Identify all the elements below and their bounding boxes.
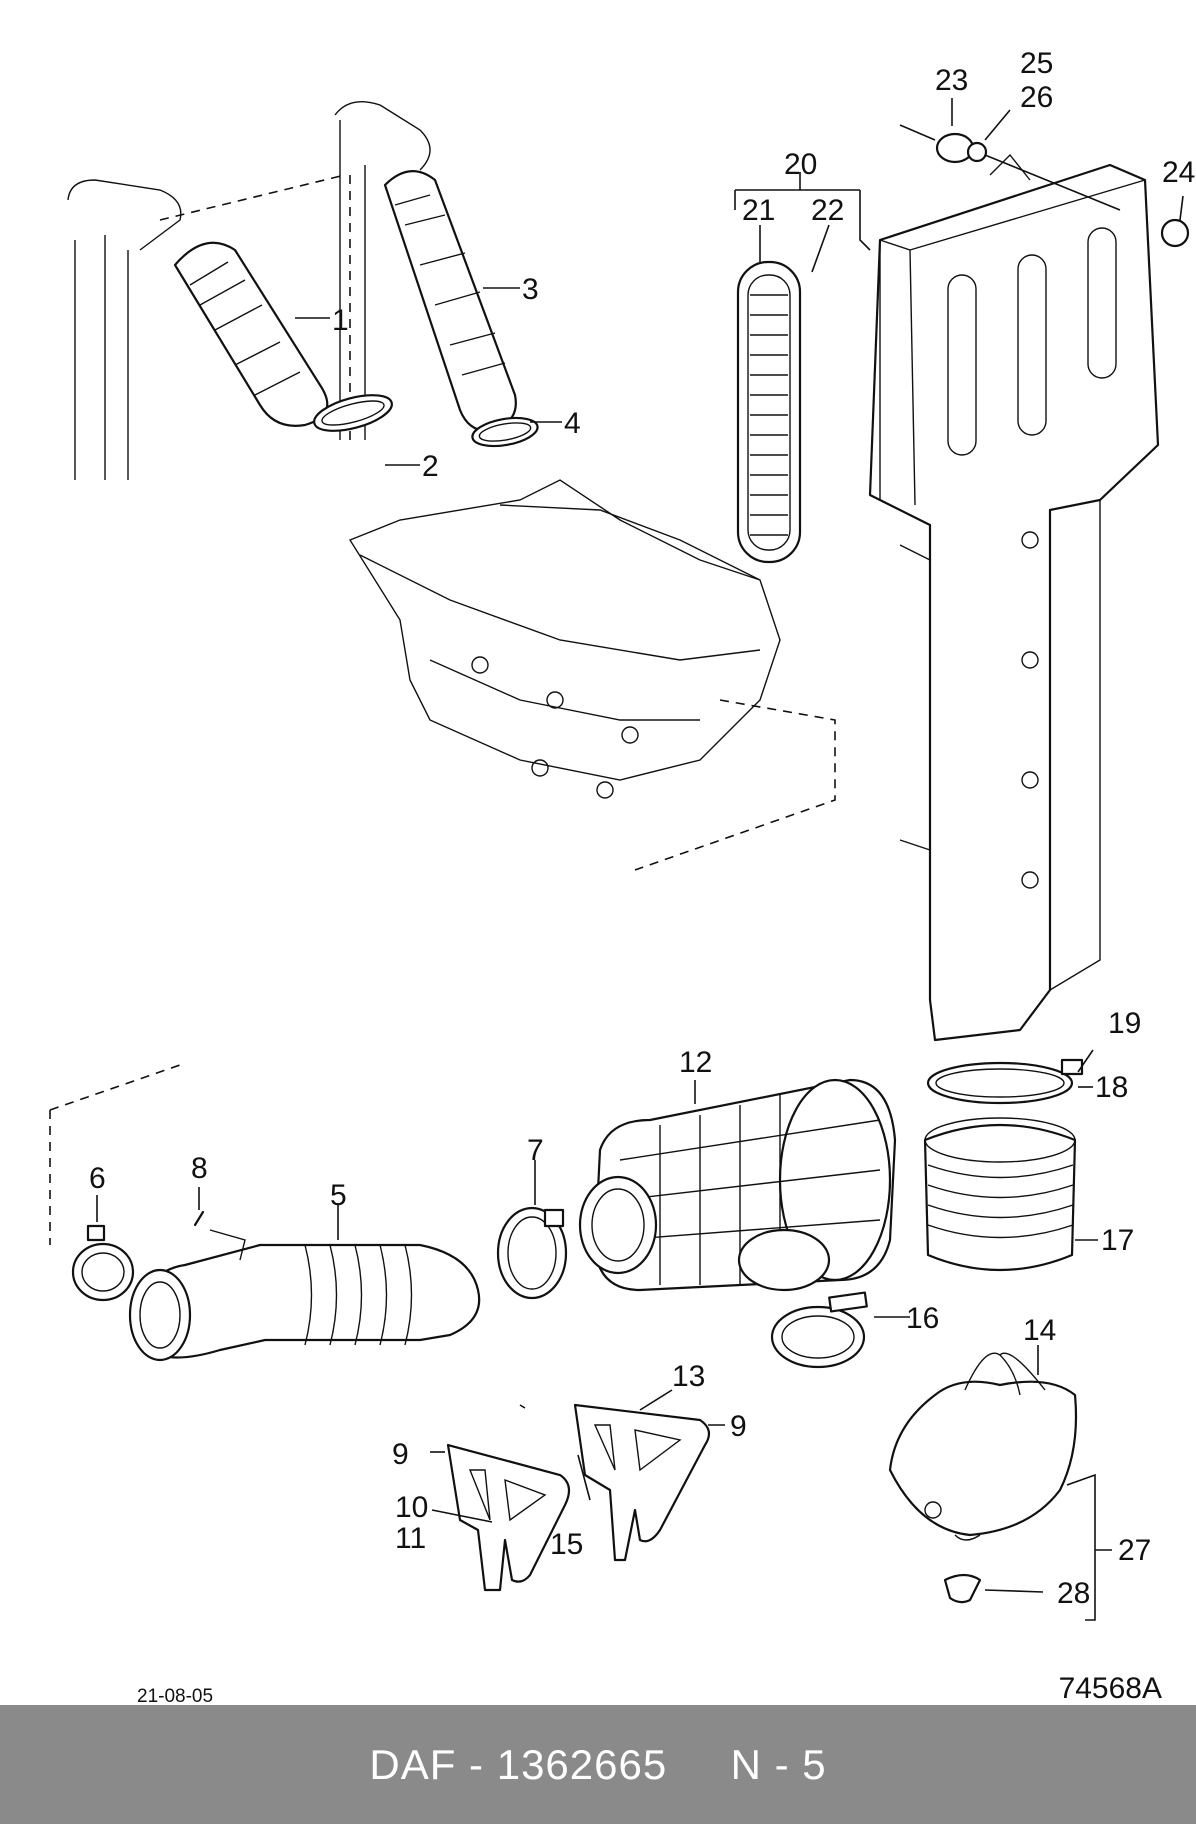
callout-6: 6 bbox=[89, 1162, 106, 1195]
callout-19: 19 bbox=[1108, 1007, 1141, 1040]
footer-bar: DAF - 1362665 N - 5 bbox=[0, 1705, 1196, 1824]
diagram-date: 21-08-05 bbox=[137, 1686, 214, 1707]
callout-14: 14 bbox=[1023, 1314, 1056, 1347]
part-9-bracket-left bbox=[446, 1443, 571, 1592]
part-21-grille bbox=[736, 260, 802, 564]
part-2-ring bbox=[313, 394, 393, 432]
part-23-bolt bbox=[899, 124, 1121, 211]
part-16-clamp bbox=[770, 1291, 868, 1369]
callout-17: 17 bbox=[1101, 1224, 1134, 1257]
callouts: 1 2 3 4 5 6 7 8 9 9 10 11 12 13 14 15 16… bbox=[89, 47, 1195, 1610]
part-24-cap bbox=[1160, 218, 1190, 248]
footer-page: N - 5 bbox=[730, 1740, 827, 1788]
diagram-reference: 74568A bbox=[1058, 1672, 1162, 1705]
callout-16: 16 bbox=[906, 1302, 939, 1335]
part-5-hose bbox=[49, 1064, 481, 1362]
engine-block bbox=[348, 479, 836, 871]
part-8-pin bbox=[193, 1210, 205, 1227]
part-4-ring bbox=[471, 416, 539, 448]
callout-20: 20 bbox=[784, 148, 817, 181]
part-18-clamp bbox=[926, 1058, 1084, 1105]
part-12-air-filter bbox=[578, 1078, 897, 1292]
callout-1: 1 bbox=[332, 304, 349, 337]
callout-5: 5 bbox=[330, 1179, 347, 1212]
footer-brand: DAF bbox=[369, 1740, 457, 1788]
callout-21: 21 bbox=[742, 194, 775, 227]
part-27-dust-bowl bbox=[888, 1352, 1078, 1541]
callout-24: 24 bbox=[1162, 156, 1195, 189]
callout-12: 12 bbox=[679, 1046, 712, 1079]
leader-lines bbox=[96, 98, 1184, 1621]
callout-27: 27 bbox=[1118, 1534, 1151, 1567]
callout-22: 22 bbox=[811, 194, 844, 227]
part-13-bracket-right bbox=[573, 1403, 711, 1562]
part-17-bellows bbox=[923, 1117, 1077, 1272]
intake-pipes-outline bbox=[67, 101, 431, 480]
part-7-clamp bbox=[496, 1206, 568, 1300]
callout-8: 8 bbox=[191, 1152, 208, 1185]
air-intake-duct bbox=[868, 153, 1160, 1042]
part-3-hose bbox=[383, 170, 517, 432]
exploded-parts-diagram: 1 2 3 4 5 6 7 8 9 9 10 11 12 13 14 15 16… bbox=[49, 47, 1195, 1621]
footer-part-number: 1362665 bbox=[496, 1740, 668, 1788]
part-1-hose bbox=[173, 241, 329, 427]
callout-18: 18 bbox=[1095, 1071, 1128, 1104]
callout-28: 28 bbox=[1057, 1577, 1090, 1610]
callout-4: 4 bbox=[564, 407, 581, 440]
callout-2: 2 bbox=[422, 450, 439, 483]
footer-separator: - bbox=[469, 1740, 485, 1788]
part-28-valve bbox=[943, 1573, 982, 1604]
callout-26: 26 bbox=[1020, 81, 1053, 114]
callout-9-right: 9 bbox=[730, 1410, 747, 1443]
callout-15: 15 bbox=[550, 1528, 583, 1561]
callout-10: 10 bbox=[395, 1491, 428, 1524]
callout-7: 7 bbox=[527, 1134, 544, 1167]
callout-23: 23 bbox=[935, 64, 968, 97]
part-6-clamp bbox=[71, 1224, 135, 1302]
callout-25: 25 bbox=[1020, 47, 1053, 80]
callout-3: 3 bbox=[522, 273, 539, 306]
callout-11: 11 bbox=[395, 1522, 426, 1555]
callout-9: 9 bbox=[392, 1438, 409, 1471]
callout-13: 13 bbox=[672, 1360, 705, 1393]
